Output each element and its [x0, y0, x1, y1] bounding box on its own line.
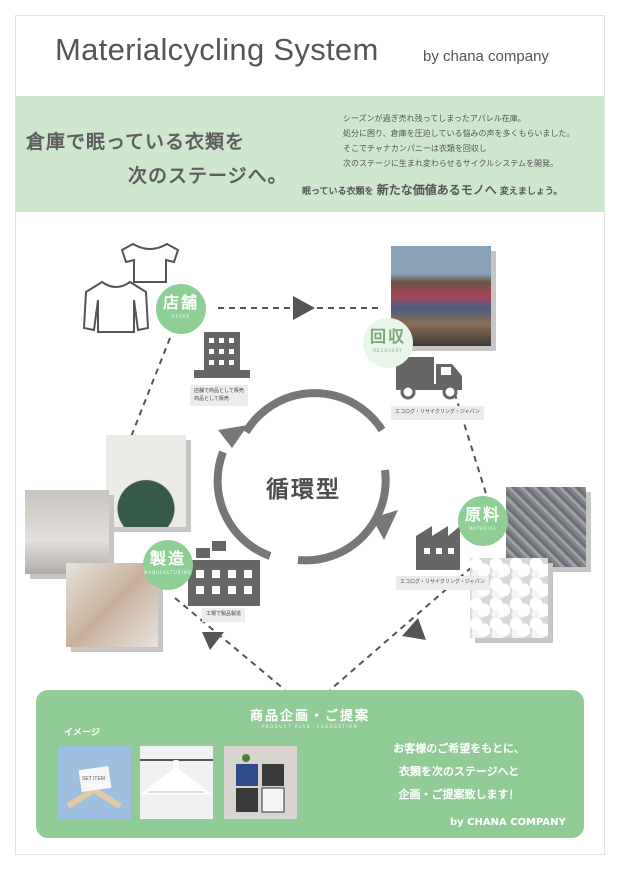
- arrow-down-icon: [202, 632, 224, 650]
- recovery-badge-label: 回収: [369, 327, 406, 346]
- proposal-subtitle: PRODUCT PLAN・SUGGESTION: [261, 724, 359, 729]
- byline: by chana company: [423, 48, 549, 65]
- intro-band: [16, 96, 604, 212]
- description-line: 処分に困り、倉庫を圧迫している悩みの声を多くもらいました。: [343, 129, 575, 138]
- cycle-center-label: 循環型: [266, 477, 341, 503]
- manufacturing-badge: 製造 MANUFACTURING: [143, 540, 193, 590]
- image-label: イメージ: [64, 728, 100, 738]
- cycle-arrow-left: [213, 450, 272, 560]
- recovery-badge: 回収 RECOVERY: [363, 318, 413, 368]
- offer-line2: 衣類を次のステージへと: [398, 765, 520, 778]
- manufacturing-factory-icon: [188, 541, 260, 606]
- description-line: そこでチャナカンパニーは衣類を回収し: [343, 144, 487, 153]
- plant-tray-photo: [106, 435, 186, 527]
- white-hanger-icon: [140, 759, 213, 795]
- proposal-panel: 商品企画・ご提案 PRODUCT PLAN・SUGGESTION イメージ SE…: [36, 690, 584, 838]
- recovery-caption: エコログ・リサイクリング・ジャパン: [391, 406, 484, 420]
- cycle-arrowhead-icon: [218, 425, 248, 448]
- manufacturing-caption: 工場で製品製造: [202, 608, 246, 622]
- page-title: Materialcycling System: [55, 32, 379, 67]
- recovery-badge-sublabel: RECOVERY: [373, 348, 403, 353]
- building-icon: [194, 332, 250, 378]
- cycle-arrow-top: [242, 389, 386, 435]
- description-line: シーズンが過ぎ売れ残ってしまったアパレル在庫。: [343, 114, 526, 123]
- offer-line3: 企画・ご提案致します！: [398, 788, 520, 801]
- storage-boxes-photo: [224, 746, 297, 819]
- page-frame: [15, 15, 605, 855]
- hanger-tag-photo: SET ITEM: [58, 746, 131, 819]
- material-caption: エコログ・リサイクリング・ジャパン: [396, 576, 489, 590]
- description-line: 次のステージに生まれ変わらせるサイクルシステムを開発。: [343, 159, 559, 168]
- stands-photo: [25, 490, 109, 574]
- store-badge-sublabel: STORE: [171, 314, 191, 319]
- cycle-arrow-right: [297, 469, 390, 565]
- tagline-pre: 眠っている衣類を: [302, 187, 374, 197]
- craft-items-photo: [66, 563, 158, 647]
- store-badge-label: 店舗: [162, 293, 199, 312]
- hanger-icon: [66, 766, 122, 809]
- company-signature: by CHANA COMPANY: [450, 817, 566, 828]
- arrow-up-icon: [402, 618, 426, 640]
- truck-icon: [396, 357, 462, 400]
- long-sleeve-shirt-icon: [82, 280, 150, 333]
- tshirt-icon: [120, 242, 180, 283]
- arrow-right-icon: [293, 296, 315, 320]
- material-badge-sublabel: MATERIAL: [469, 526, 497, 531]
- tagline: 眠っている衣類を 新たな価値あるモノへ 変えましょう。: [302, 181, 562, 198]
- tagline-emphasis: 新たな価値あるモノへ: [376, 183, 497, 197]
- recycled-fiber-photo: [506, 487, 586, 567]
- store-caption-line2: 商品として販売: [194, 395, 229, 402]
- plastic-pellets-photo: [470, 558, 548, 638]
- store-caption-line1: 店舗で商品として販売: [194, 388, 244, 394]
- store-caption: 店舗で商品として販売 商品として販売: [190, 385, 248, 406]
- manufacturing-badge-label: 製造: [149, 549, 186, 568]
- material-badge: 原料 MATERIAL: [458, 496, 508, 546]
- headline-line2: 次のステージへ。: [128, 165, 288, 187]
- material-badge-label: 原料: [464, 505, 501, 524]
- proposal-title: 商品企画・ご提案: [249, 709, 370, 724]
- tag-text: SET ITEM: [82, 776, 105, 782]
- offer-line1: お客様のご希望をもとに、: [393, 742, 525, 755]
- manufacturing-badge-sublabel: MANUFACTURING: [144, 570, 192, 575]
- storage-box-icon: [236, 754, 285, 813]
- factory-icon: [416, 526, 460, 570]
- headline-line1: 倉庫で眠っている衣類を: [26, 131, 246, 153]
- white-hanger-photo: [140, 746, 213, 819]
- tagline-post: 変えましょう。: [499, 187, 563, 197]
- store-badge: 店舗 STORE: [156, 284, 206, 334]
- cycle-arrowhead-icon: [372, 510, 398, 540]
